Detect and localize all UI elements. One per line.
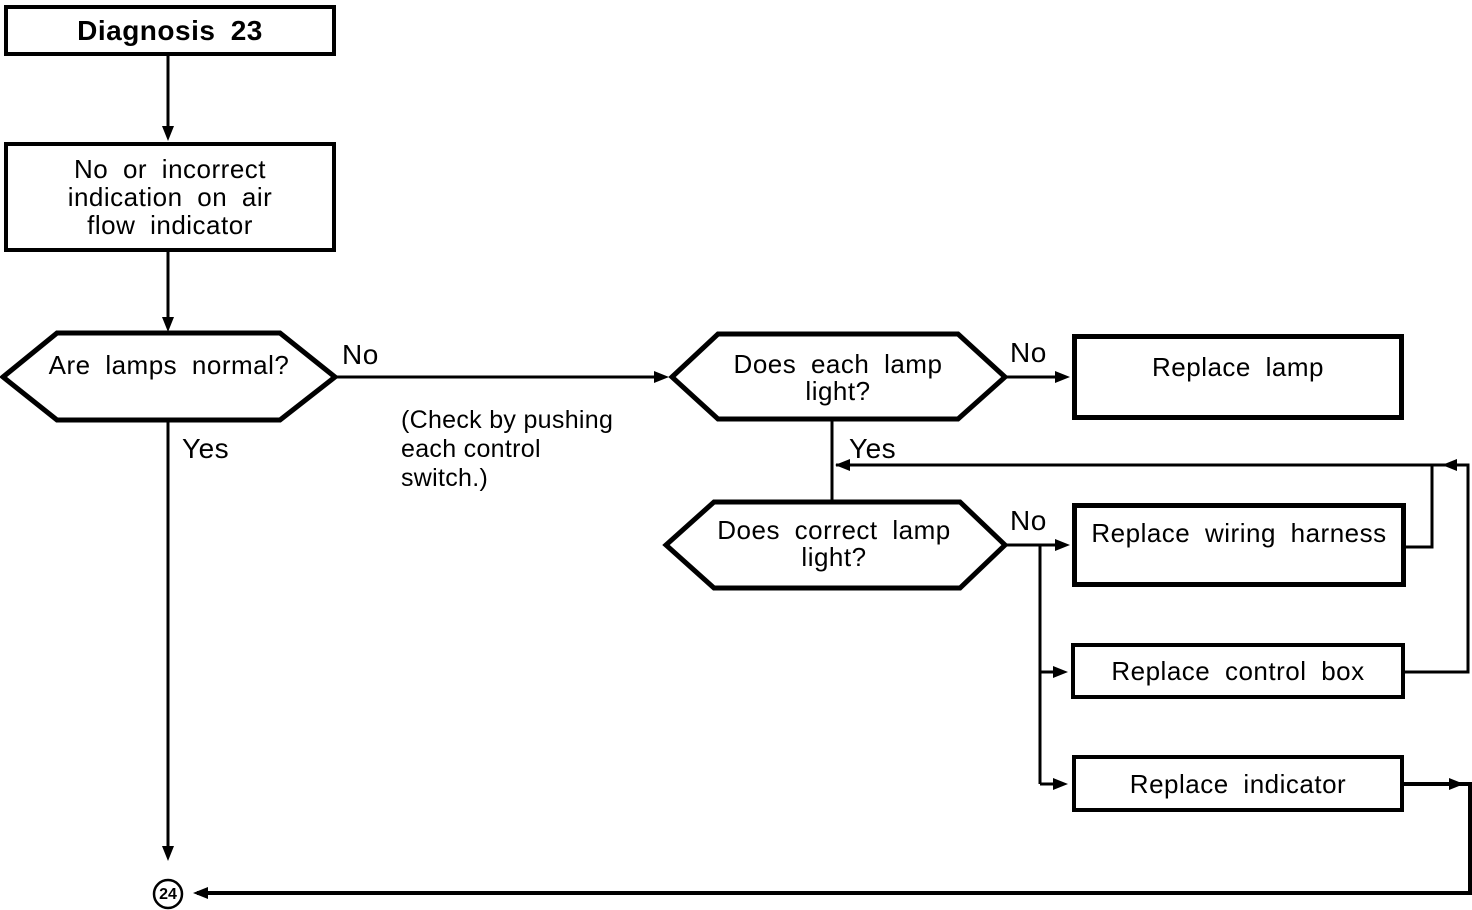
edge-label-lamps-normal-no: No (342, 339, 379, 370)
edge-feedback-wiring-harness (1404, 465, 1434, 549)
edge-indicator-to-connector (193, 778, 1472, 899)
edge-problem-to-lamps-normal (162, 252, 174, 332)
edge-label-each-lamp-no: No (1010, 337, 1047, 368)
edge-lamps-normal-no (335, 371, 669, 383)
replace-lamp-label: Replace lamp (1152, 352, 1324, 382)
action-replace-control-box: Replace control box (1071, 643, 1405, 699)
problem-box: No or incorrect indication on air flow i… (4, 142, 336, 252)
action-replace-lamp: Replace lamp (1072, 334, 1404, 420)
decision-does-correct-lamp-light-label: Does correct lamp light? (717, 515, 951, 572)
problem-line-3: flow indicator (87, 210, 253, 240)
decision-does-each-lamp-light-shape (668, 331, 1009, 422)
page-connector-label: 24 (159, 886, 177, 903)
action-replace-indicator: Replace indicator (1072, 755, 1404, 812)
problem-line-1: No or incorrect (74, 154, 266, 184)
replace-control-box-label: Replace control box (1111, 656, 1365, 686)
edge-title-to-problem (162, 55, 174, 141)
edge-branch-to-indicator (1040, 778, 1068, 790)
problem-line-2: indication on air (67, 182, 273, 212)
edge-label-correct-lamp-no: No (1010, 505, 1047, 536)
replace-wiring-harness-label: Replace wiring harness (1091, 518, 1387, 548)
edge-label-lamps-normal-yes: Yes (182, 433, 230, 464)
check-note: (Check by pushing each control switch.) (401, 406, 614, 492)
decision-does-each-lamp-light-label: Does each lamp light? (733, 349, 943, 406)
edge-lamps-normal-yes (162, 420, 174, 861)
decision-are-lamps-normal-shape (0, 330, 340, 423)
action-replace-wiring-harness: Replace wiring harness (1072, 503, 1406, 587)
decision-does-correct-lamp-light-shape (662, 499, 1009, 591)
edge-feedback-control-box (835, 459, 1470, 674)
edge-label-each-lamp-yes: Yes (849, 433, 897, 464)
page-connector-circle (152, 878, 184, 910)
decision-are-lamps-normal-label: Are lamps normal? (48, 350, 290, 380)
edge-each-lamp-no (1005, 371, 1070, 383)
replace-indicator-label: Replace indicator (1129, 768, 1347, 799)
edge-correct-lamp-no (1005, 539, 1070, 551)
diagnosis-title-label: Diagnosis 23 (77, 14, 263, 46)
diagnosis-title-box: Diagnosis 23 (4, 5, 336, 56)
edge-branch-to-control-box (1040, 666, 1068, 678)
